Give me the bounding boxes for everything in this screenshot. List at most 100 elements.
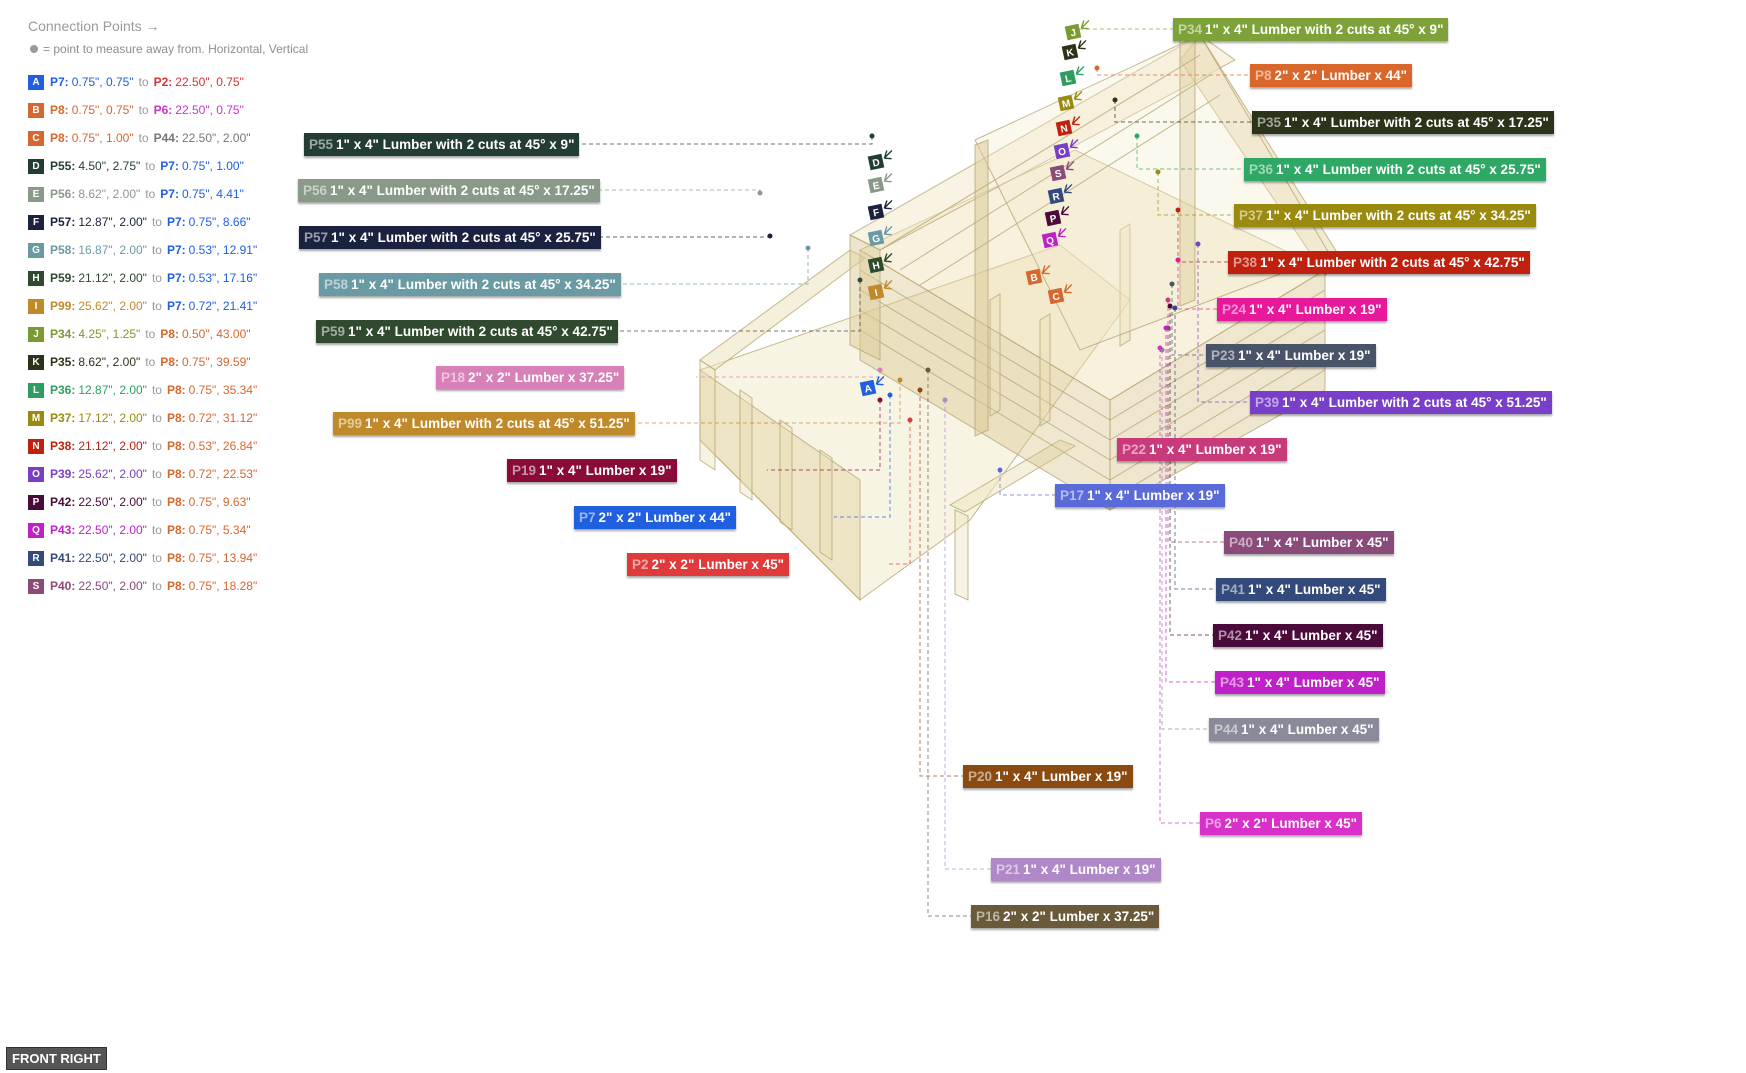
leader-anchor-dot — [897, 377, 903, 383]
connection-marker-c[interactable]: C — [1047, 283, 1075, 305]
connection-value-b: 0.75", 13.94" — [188, 551, 258, 565]
connection-part-a: P58: — [50, 243, 76, 257]
connection-part-a: P40: — [50, 579, 76, 593]
connection-value-b: 0.75", 9.63" — [188, 495, 251, 509]
marker-badge — [1025, 268, 1043, 286]
marker-letter: B — [1030, 272, 1039, 284]
marker-arrow-icon — [1071, 115, 1081, 126]
connection-part-a: P36: — [50, 383, 76, 397]
connection-marker-i[interactable]: I — [867, 279, 895, 301]
connection-value-a: 0.75", 0.75" — [71, 103, 134, 117]
leader-line — [1197, 244, 1250, 403]
marker-letter: H — [872, 260, 881, 272]
connection-marker-j[interactable]: J — [1064, 19, 1092, 41]
marker-badge — [1055, 119, 1073, 137]
marker-letter: D — [872, 157, 881, 169]
connection-marker-r[interactable]: R — [1047, 183, 1075, 205]
part-id: P19 — [512, 463, 537, 478]
connection-marker-m[interactable]: M — [1057, 90, 1085, 112]
connection-marker-o[interactable]: O — [1053, 138, 1081, 160]
connection-marker-s[interactable]: S — [1049, 160, 1077, 182]
legend-hint: = point to measure away from. Horizontal… — [30, 42, 308, 56]
connection-to-word: to — [151, 495, 162, 509]
marker-arrow-icon — [883, 199, 893, 210]
connection-to-word: to — [151, 551, 162, 565]
connection-marker-n[interactable]: N — [1055, 115, 1083, 137]
leader-line — [1171, 284, 1206, 356]
connection-marker-k[interactable]: K — [1061, 39, 1089, 61]
connection-marker-a[interactable]: A — [859, 375, 887, 397]
connection-to-word: to — [138, 75, 149, 89]
leader-anchor-dot — [1175, 257, 1181, 263]
part-id: P55 — [309, 137, 334, 152]
connection-value-a: 22.50", 2.00" — [78, 579, 147, 593]
leader-line — [1161, 350, 1209, 730]
connection-marker-d[interactable]: D — [867, 149, 895, 171]
connection-marker-h[interactable]: H — [867, 252, 895, 274]
leader-anchor-dot — [1157, 345, 1163, 351]
connection-part-b: P8: — [166, 383, 186, 397]
connection-marker-b[interactable]: B — [1025, 264, 1053, 286]
connection-marker-e[interactable]: E — [867, 172, 895, 194]
connection-marker-f[interactable]: F — [867, 199, 895, 221]
leader-anchor-dot — [1094, 65, 1100, 71]
marker-letter: K — [1066, 47, 1076, 59]
connection-value-a: 17.12", 2.00" — [78, 411, 147, 425]
part-desc: 2" x 2" Lumber x 44" — [1274, 68, 1408, 83]
connection-value-a: 12.87", 2.00" — [78, 383, 147, 397]
connection-part-a: P8: — [50, 131, 69, 145]
connection-marker-p[interactable]: P — [1044, 205, 1072, 227]
part-desc: 1" x 4" Lumber with 2 cuts at 45° x 34.2… — [351, 277, 616, 292]
connection-value-b: 22.50", 0.75" — [175, 75, 244, 89]
leader-anchor-dot — [917, 387, 923, 393]
connection-value-a: 21.12", 2.00" — [78, 271, 147, 285]
part-id: P43 — [1220, 675, 1245, 690]
connection-part-b: P7: — [166, 299, 186, 313]
connection-letter-badge: A — [28, 74, 44, 90]
marker-arrow-icon — [883, 279, 893, 290]
marker-badge — [867, 153, 885, 171]
leader-anchor-dot — [877, 397, 883, 403]
connection-marker-l[interactable]: L — [1059, 65, 1087, 87]
part-desc: 1" x 4" Lumber with 2 cuts at 45° x 9" — [336, 137, 575, 152]
marker-letter: C — [1052, 291, 1061, 303]
connection-marker-q[interactable]: Q — [1041, 227, 1069, 249]
connection-marker-g[interactable]: G — [867, 225, 895, 247]
leader-line — [944, 400, 991, 870]
view-angle-badge[interactable]: FRONT RIGHT — [6, 1047, 107, 1070]
